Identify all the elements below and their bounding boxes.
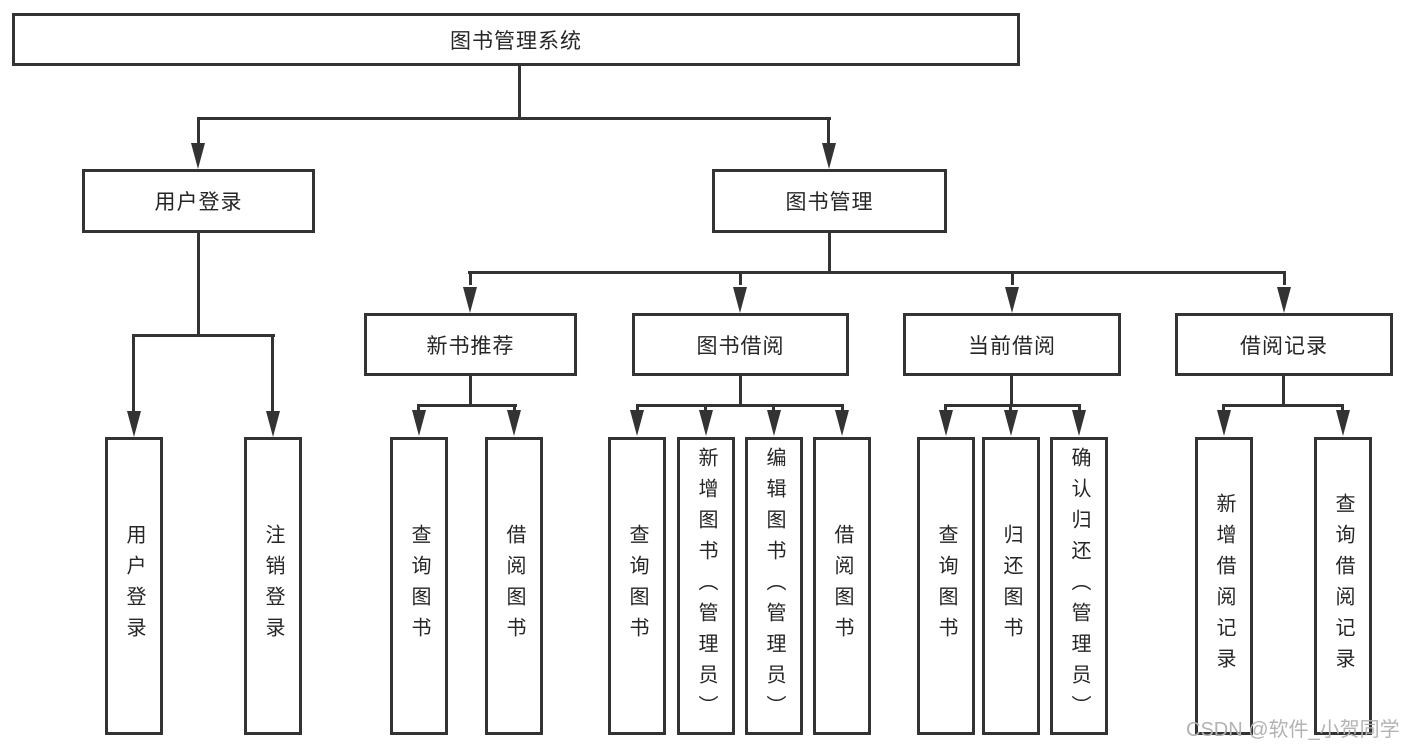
leaf-confirm-return-admin: 确认归还（管理员）	[1050, 437, 1108, 735]
connector-drop-borrow-book	[841, 404, 844, 412]
leaf-label: 查询图书	[935, 524, 957, 648]
connector-drop-book-borrow	[739, 271, 742, 285]
connector-drop-leaf-user-login	[132, 334, 135, 413]
connector-drop-add-borrow-rec	[1222, 404, 1225, 412]
arrowhead-book-borrow-icon	[733, 287, 747, 313]
node-label: 图书借阅	[696, 334, 785, 358]
leaf-query-books-recommendation: 查询图书	[390, 437, 448, 735]
arrowhead-query-book-borrow-icon	[630, 410, 644, 436]
arrowhead-borrow-book-new-icon	[507, 410, 521, 436]
node-user-login: 用户登录	[82, 169, 315, 233]
connector-drop-edit-book	[772, 404, 775, 412]
node-book-management: 图书管理	[712, 169, 947, 233]
arrowhead-query-book-new-icon	[412, 410, 426, 436]
leaf-label: 编辑图书（管理员）	[763, 446, 785, 726]
connector-book-borrow-stem	[739, 374, 742, 407]
node-label: 当前借阅	[968, 334, 1056, 358]
leaf-query-books-current: 查询图书	[917, 437, 975, 735]
leaf-label: 借阅图书	[831, 524, 853, 648]
connector-drop-query-borrow-rec	[1341, 404, 1344, 412]
leaf-label: 查询图书	[408, 524, 430, 648]
connector-drop-confirm-return	[1078, 404, 1081, 412]
leaf-label: 新增图书（管理员）	[695, 446, 717, 726]
arrowhead-borrow-book-icon	[835, 410, 849, 436]
leaf-label: 新增借阅记录	[1213, 493, 1235, 679]
connector-drop-query-book-new	[417, 404, 420, 412]
connector-drop-book-mgmt	[827, 117, 830, 146]
leaf-borrow-books: 借阅图书	[813, 437, 871, 735]
node-borrowing-records: 借阅记录	[1175, 313, 1393, 376]
leaf-label: 查询借阅记录	[1332, 493, 1354, 679]
leaf-label: 确认归还（管理员）	[1068, 446, 1090, 726]
leaf-label: 用户登录	[123, 524, 145, 648]
connector-book-borrow-branch	[636, 404, 844, 407]
arrowhead-borrow-record-icon	[1277, 287, 1291, 313]
node-label: 新书推荐	[426, 334, 515, 358]
arrowhead-current-borrow-icon	[1005, 287, 1019, 313]
arrowhead-confirm-return-icon	[1072, 410, 1086, 436]
node-label: 借阅记录	[1240, 334, 1328, 358]
arrowhead-edit-book-icon	[767, 410, 781, 436]
leaf-query-books-borrowing: 查询图书	[608, 437, 666, 735]
arrowhead-add-borrow-rec-icon	[1217, 410, 1231, 436]
leaf-add-borrowing-record: 新增借阅记录	[1195, 437, 1253, 735]
arrowhead-return-book-icon	[1004, 410, 1018, 436]
connector-drop-borrow-record	[1283, 271, 1286, 285]
leaf-edit-book-admin: 编辑图书（管理员）	[745, 437, 803, 735]
leaf-user-login: 用户登录	[105, 437, 163, 735]
node-book-borrowing: 图书借阅	[632, 313, 849, 376]
node-library-management-system: 图书管理系统	[12, 13, 1020, 66]
arrowhead-user-login-icon	[191, 143, 205, 169]
leaf-query-borrowing-record: 查询借阅记录	[1314, 437, 1372, 735]
connector-drop-user-login	[197, 117, 200, 146]
leaf-label: 注销登录	[262, 524, 284, 648]
node-new-book-recommendation: 新书推荐	[364, 313, 577, 376]
connector-drop-query-book-borrow	[636, 404, 639, 412]
arrowhead-book-mgmt-icon	[822, 143, 836, 169]
leaf-add-book-admin: 新增图书（管理员）	[677, 437, 735, 735]
arrowhead-query-book-cur-icon	[939, 410, 953, 436]
connector-new-book-rec-stem	[469, 374, 472, 407]
connector-drop-query-book-cur	[944, 404, 947, 412]
leaf-borrow-books-recommendation: 借阅图书	[485, 437, 543, 735]
node-label: 用户登录	[154, 191, 243, 214]
connector-system-stem	[518, 65, 521, 120]
connector-current-borrow-branch	[944, 404, 1081, 407]
arrowhead-leaf-user-login-icon	[127, 411, 141, 437]
arrowhead-add-book-icon	[699, 410, 713, 436]
connector-user-login-stem	[197, 232, 200, 336]
connector-borrow-record-branch	[1222, 404, 1344, 407]
node-label: 图书管理	[785, 191, 874, 214]
node-label: 图书管理系统	[450, 29, 582, 53]
connector-drop-borrow-book-new	[513, 404, 516, 412]
leaf-logout: 注销登录	[244, 437, 302, 735]
leaf-return-books: 归还图书	[982, 437, 1040, 735]
leaf-label: 归还图书	[1000, 524, 1022, 648]
connector-user-login-branch	[132, 334, 275, 337]
arrowhead-new-book-rec-icon	[463, 287, 477, 313]
arrowhead-query-borrow-rec-icon	[1336, 410, 1350, 436]
leaf-label: 查询图书	[626, 524, 648, 648]
connector-book-mgmt-stem	[828, 232, 831, 274]
connector-drop-current-borrow	[1011, 271, 1014, 285]
csdn-watermark: CSDN @软件_小贺同学	[1186, 719, 1400, 741]
arrowhead-leaf-logout-icon	[266, 411, 280, 437]
leaf-label: 借阅图书	[503, 524, 525, 648]
connector-drop-leaf-logout	[271, 334, 274, 413]
connector-drop-return-book	[1009, 404, 1012, 412]
connector-borrow-record-stem	[1282, 374, 1285, 407]
connector-drop-new-book-rec	[469, 271, 472, 285]
connector-drop-add-book	[704, 404, 707, 412]
connector-book-mgmt-branch	[468, 271, 1285, 274]
node-current-borrowing: 当前借阅	[903, 313, 1121, 376]
connector-new-book-rec-branch	[417, 404, 517, 407]
connector-current-borrow-stem	[1010, 374, 1013, 407]
connector-system-branch	[197, 117, 831, 120]
